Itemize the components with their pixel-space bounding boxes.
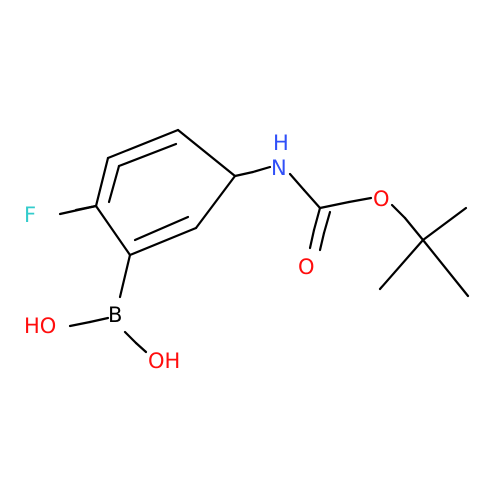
bond-o-cq-red: [390, 203, 407, 220]
bond-ring-c6-c1: [94, 156, 110, 208]
bond-c-o-carbonyl-b-dark: [322, 210, 332, 235]
bond-ring-c3-c4: [194, 174, 237, 230]
hydroxyl-upper-label: HO: [24, 314, 56, 338]
fluorine-substituent: F: [24, 203, 98, 227]
bond-ring-c2-c3: [176, 128, 237, 178]
bond-c-f-dark: [74, 204, 98, 212]
bond-cq-methyl-top: [421, 206, 468, 242]
bond-b-oh-upper-dark: [88, 316, 110, 324]
bond-c-n-blue: [251, 165, 272, 174]
bond-ring-c4-c5: [128, 226, 198, 257]
bond-ring-c1-c2: [106, 128, 180, 160]
bond-c-n-dark: [233, 170, 255, 178]
bond-o-cq-dark: [403, 216, 425, 242]
fluorine-atom-label: F: [24, 203, 36, 227]
carbonyl-oxygen-label: O: [298, 255, 315, 279]
bond-b-oh-upper-red: [68, 320, 92, 328]
carbamate-group: H N O O: [233, 131, 390, 279]
hydroxyl-lower-label: OH: [148, 349, 180, 373]
bond-ring-inner-c1-c2: [117, 142, 178, 168]
bond-c-o-ester-red: [347, 196, 373, 204]
tert-butyl-group: [378, 203, 470, 298]
bond-ring-inner-c6-c1: [107, 164, 121, 204]
bond-c-o-carbonyl-a-dark: [312, 206, 322, 232]
bond-b-oh-lower-red: [134, 341, 148, 354]
boron-atom-label: B: [108, 303, 122, 327]
bond-b-oh-lower-dark: [123, 330, 138, 345]
benzene-ring: [94, 128, 237, 257]
bond-c-o-ester-dark: [318, 200, 351, 210]
bond-c-o-carbonyl-a-red: [308, 228, 316, 250]
bond-c-b: [118, 253, 132, 299]
bond-cq-methyl-right: [421, 238, 470, 298]
bond-c-o-carbonyl-b-red: [318, 231, 326, 252]
nitrogen-atom-label: N: [271, 156, 287, 180]
ester-oxygen-label: O: [373, 187, 390, 211]
nitrogen-h-label: H: [273, 131, 289, 155]
bond-cq-methyl-left: [378, 238, 425, 291]
bond-n-c-dark: [302, 188, 322, 210]
bond-ring-c5-c6: [94, 204, 132, 257]
boronic-acid-group: B HO OH: [24, 253, 180, 373]
bond-ring-inner-c4-c5: [133, 215, 190, 242]
bond-n-c-blue: [288, 172, 306, 192]
